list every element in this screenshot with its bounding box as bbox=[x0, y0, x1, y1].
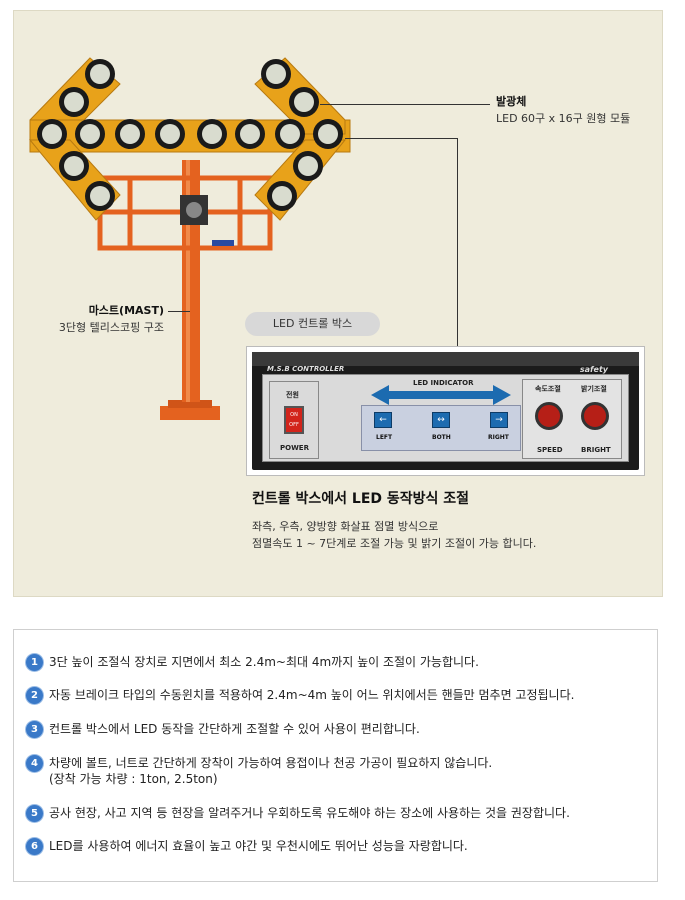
mast-callout-desc: 3단형 텔리스코핑 구조 bbox=[58, 321, 164, 334]
led-lens bbox=[160, 124, 180, 144]
lamp-callout-desc: LED 60구 x 16구 원형 모듈 bbox=[496, 112, 631, 125]
indicator-label: LED INDICATOR bbox=[413, 379, 474, 387]
speed-korean-label: 속도조절 bbox=[535, 385, 561, 393]
led-lens bbox=[280, 124, 300, 144]
brand-label: M.S.B CONTROLLER bbox=[267, 365, 345, 373]
led-lens bbox=[42, 124, 62, 144]
led-lens bbox=[298, 156, 318, 176]
off-label: OFF bbox=[289, 422, 299, 428]
arrow-board-illustration bbox=[28, 57, 351, 420]
led-lens bbox=[272, 186, 292, 206]
power-label: POWER bbox=[280, 444, 309, 452]
led-lens bbox=[64, 156, 84, 176]
list-item: 6 LED를 사용하여 에너지 효율이 높고 야간 및 우천시에도 뛰어난 성능을… bbox=[26, 838, 468, 855]
right-button[interactable]: → bbox=[490, 412, 508, 428]
power-switch[interactable]: ON OFF bbox=[284, 406, 304, 434]
left-button[interactable]: ← bbox=[374, 412, 392, 428]
feature-subtext: (장착 가능 차량 : 1ton, 2.5ton) bbox=[49, 772, 218, 786]
knob-panel: 속도조절 밝기조절 SPEED BRIGHT bbox=[522, 379, 622, 459]
led-lens bbox=[240, 124, 260, 144]
speed-label: SPEED bbox=[537, 446, 563, 454]
led-modules bbox=[37, 59, 343, 211]
controller-faceplate: M.S.B CONTROLLER 전원 ON OFF POWER LED IND… bbox=[262, 365, 629, 462]
power-block: 전원 ON OFF POWER bbox=[269, 381, 319, 459]
direction-panel: ← ↔ → LEFT BOTH RIGHT bbox=[361, 405, 521, 451]
list-item: 4 차량에 볼트, 너트로 간단하게 장착이 가능하여 용접이나 천공 가공이 필… bbox=[26, 755, 492, 787]
number-badge: 3 bbox=[26, 721, 43, 738]
list-item: 1 3단 높이 조절식 장치로 지면에서 최소 2.4m~최대 4m까지 높이 조… bbox=[26, 654, 479, 671]
both-label: BOTH bbox=[432, 434, 451, 441]
controller-top bbox=[252, 352, 639, 366]
bright-korean-label: 밝기조절 bbox=[581, 385, 607, 393]
speed-knob[interactable] bbox=[535, 402, 563, 430]
controller-pill-label: LED 컨트롤 박스 bbox=[245, 312, 380, 336]
number-badge: 4 bbox=[26, 755, 43, 772]
features-list: 1 3단 높이 조절식 장치로 지면에서 최소 2.4m~최대 4m까지 높이 조… bbox=[13, 629, 658, 882]
product-panel bbox=[13, 10, 663, 597]
controller-desc-line1: 좌측, 우측, 양방향 화살표 점멸 방식으로 bbox=[252, 520, 439, 533]
both-button[interactable]: ↔ bbox=[432, 412, 450, 428]
bright-label: BRIGHT bbox=[581, 446, 611, 454]
feature-text: 차량에 볼트, 너트로 간단하게 장착이 가능하여 용접이나 천공 가공이 필요… bbox=[49, 756, 493, 770]
controller-body: M.S.B CONTROLLER 전원 ON OFF POWER LED IND… bbox=[252, 352, 639, 470]
feature-text: LED를 사용하여 에너지 효율이 높고 야간 및 우천시에도 뛰어난 성능을 … bbox=[49, 839, 468, 853]
number-badge: 1 bbox=[26, 654, 43, 671]
controller-title: 컨트롤 박스에서 LED 동작방식 조절 bbox=[252, 491, 470, 507]
number-badge: 2 bbox=[26, 687, 43, 704]
led-lens bbox=[90, 64, 110, 84]
number-badge: 6 bbox=[26, 838, 43, 855]
list-item: 2 자동 브레이크 타입의 수동윈치를 적용하여 2.4m~4m 높이 어느 위치… bbox=[26, 687, 574, 704]
feature-text: 공사 현장, 사고 지역 등 현장을 알려주거나 우회하도록 유도해야 하는 장… bbox=[49, 806, 570, 820]
led-lens bbox=[294, 92, 314, 112]
bright-knob[interactable] bbox=[581, 402, 609, 430]
power-korean-label: 전원 bbox=[286, 391, 299, 399]
led-lens bbox=[80, 124, 100, 144]
led-lens bbox=[120, 124, 140, 144]
led-lens bbox=[202, 124, 222, 144]
list-item: 5 공사 현장, 사고 지역 등 현장을 알려주거나 우회하도록 유도해야 하는 … bbox=[26, 805, 570, 822]
winch bbox=[180, 195, 234, 246]
double-arrow-icon bbox=[371, 385, 511, 405]
controller-box-photo: M.S.B CONTROLLER 전원 ON OFF POWER LED IND… bbox=[246, 346, 645, 476]
feature-text: 자동 브레이크 타입의 수동윈치를 적용하여 2.4m~4m 높이 어느 위치에… bbox=[49, 688, 575, 702]
led-lens bbox=[64, 92, 84, 112]
number-badge: 5 bbox=[26, 805, 43, 822]
led-lens bbox=[90, 186, 110, 206]
safety-label: safety bbox=[579, 365, 608, 374]
controller-description: 좌측, 우측, 양방향 화살표 점멸 방식으로 점멸속도 1 ~ 7단계로 조절… bbox=[252, 518, 536, 552]
left-label: LEFT bbox=[376, 434, 393, 441]
right-label: RIGHT bbox=[488, 434, 509, 441]
controller-desc-line2: 점멸속도 1 ~ 7단계로 조절 가능 및 밝기 조절이 가능 합니다. bbox=[252, 537, 537, 550]
lamp-callout-title: 발광체 bbox=[496, 95, 527, 108]
led-lens bbox=[266, 64, 286, 84]
on-label: ON bbox=[290, 412, 298, 418]
feature-text: 컨트롤 박스에서 LED 동작을 간단하게 조절할 수 있어 사용이 편리합니다… bbox=[49, 722, 420, 736]
feature-text: 3단 높이 조절식 장치로 지면에서 최소 2.4m~최대 4m까지 높이 조절… bbox=[49, 655, 479, 669]
mast-callout-title: 마스트(MAST) bbox=[88, 304, 164, 317]
led-lens bbox=[318, 124, 338, 144]
list-item: 3 컨트롤 박스에서 LED 동작을 간단하게 조절할 수 있어 사용이 편리합니… bbox=[26, 721, 420, 738]
